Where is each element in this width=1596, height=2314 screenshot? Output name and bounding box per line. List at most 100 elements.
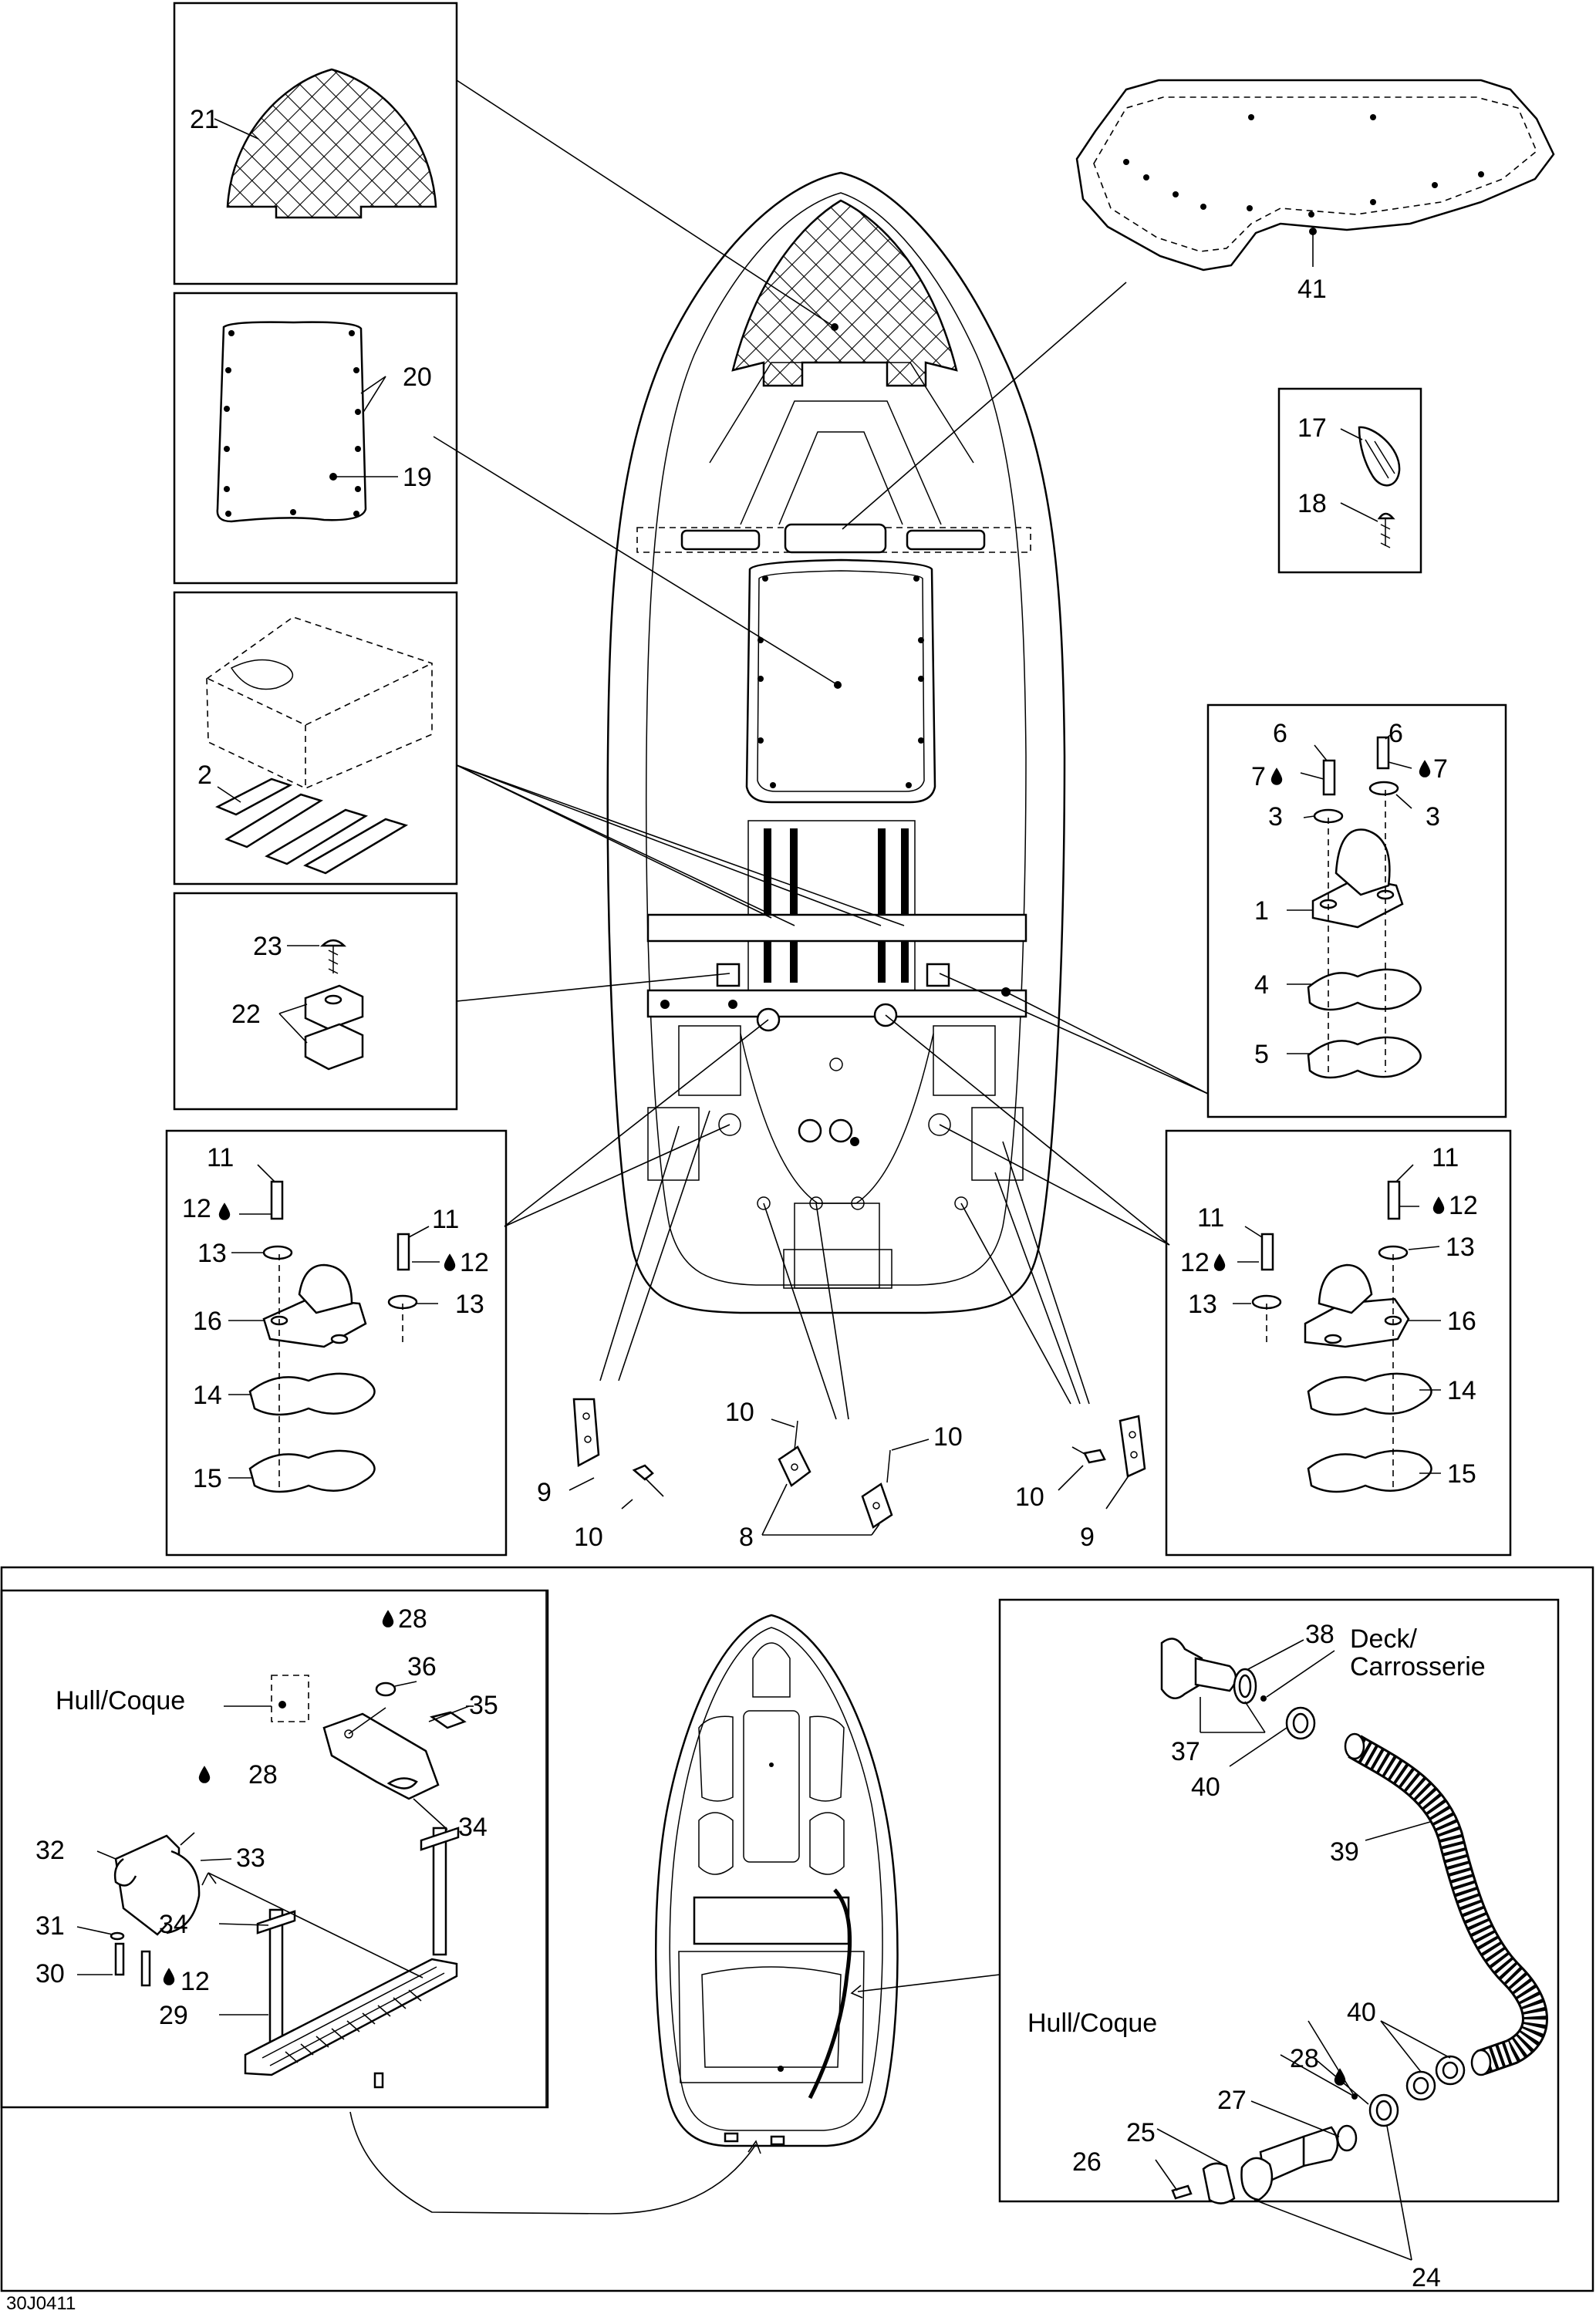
box-boarding-ladder: Hull/Coque 28 36 35 34 28 32 33 31 30 12… — [0, 1589, 549, 2109]
label-13d: 13 — [1188, 1290, 1217, 1319]
label-7a: 7 — [1251, 762, 1266, 791]
foam-strips — [215, 778, 409, 875]
label-20: 20 — [403, 363, 432, 392]
label-10d: 10 — [1015, 1483, 1044, 1512]
label-11b: 11 — [432, 1205, 459, 1234]
droplet-icon — [382, 1610, 394, 1628]
label-12d: 12 — [1180, 1248, 1210, 1277]
hull-label-left: Hull/Coque — [56, 1686, 185, 1715]
box-foam-block: 2 — [173, 591, 458, 885]
label-13c: 13 — [1446, 1233, 1475, 1262]
sunpad-cushion: 41 — [1075, 79, 1555, 304]
deck-label-line2: Carrosserie — [1350, 1652, 1486, 1682]
label-33: 33 — [236, 1843, 265, 1873]
label-10b: 10 — [725, 1398, 754, 1427]
label-23: 23 — [253, 932, 282, 961]
label-6b: 6 — [1388, 719, 1403, 748]
label-8: 8 — [739, 1523, 754, 1552]
droplet-icon — [1334, 2068, 1346, 2086]
box-bumper: 23 22 — [173, 892, 458, 1111]
label-13a: 13 — [197, 1239, 227, 1268]
label-40a: 40 — [1191, 1773, 1220, 1802]
box-rear-mount-right-2: 11 12 13 11 12 13 16 14 15 — [1165, 1129, 1512, 1557]
label-2: 2 — [197, 761, 212, 790]
boat-perspective — [655, 1614, 899, 2147]
label-10a: 10 — [574, 1523, 603, 1552]
label-12b: 12 — [460, 1248, 489, 1277]
box-bow-mat: 21 — [173, 2, 458, 285]
label-13b: 13 — [455, 1290, 484, 1319]
callout-lines — [433, 79, 1209, 1420]
hull-bow-mat — [731, 199, 958, 387]
hull-label-right: Hull/Coque — [1027, 2009, 1157, 2038]
label-16: 16 — [193, 1307, 222, 1336]
box-rear-mount-left: 11 12 13 11 12 13 16 14 15 — [165, 1129, 508, 1557]
bow-mat-part — [226, 68, 437, 219]
label-34a: 34 — [458, 1813, 488, 1842]
label-37: 37 — [1171, 1737, 1200, 1766]
label-28c: 28 — [1290, 2044, 1319, 2073]
label-11c: 11 — [1432, 1143, 1459, 1172]
label-27: 27 — [1217, 2086, 1247, 2115]
label-39: 39 — [1330, 1837, 1359, 1867]
label-12e: 12 — [181, 1967, 210, 1996]
label-9a: 9 — [537, 1478, 552, 1507]
label-24: 24 — [1412, 2263, 1441, 2292]
label-28a: 28 — [398, 1604, 427, 1634]
label-17: 17 — [1297, 413, 1327, 443]
label-6a: 6 — [1273, 719, 1287, 748]
label-22: 22 — [231, 1000, 261, 1029]
droplet-icon — [163, 1968, 175, 1985]
label-5: 5 — [1254, 1040, 1269, 1069]
label-14b: 14 — [1447, 1376, 1476, 1405]
brackets: 9 10 10 10 8 10 9 — [537, 1398, 1146, 1552]
label-21: 21 — [190, 105, 219, 134]
deck-label-line1: Deck/ — [1350, 1624, 1417, 1654]
label-7b: 7 — [1433, 754, 1448, 784]
label-4: 4 — [1254, 970, 1269, 1000]
droplet-icon — [1270, 767, 1283, 785]
label-1: 1 — [1254, 896, 1269, 926]
label-10c: 10 — [933, 1422, 963, 1452]
droplet-icon — [444, 1253, 456, 1271]
label-30: 30 — [35, 1959, 65, 1988]
label-14: 14 — [193, 1381, 222, 1410]
label-12a: 12 — [182, 1194, 211, 1223]
label-34b: 34 — [159, 1910, 188, 1939]
label-16b: 16 — [1447, 1307, 1476, 1336]
hull-top-view — [606, 171, 1066, 1314]
label-19: 19 — [403, 463, 432, 492]
label-25: 25 — [1126, 2118, 1156, 2147]
label-15: 15 — [193, 1464, 222, 1493]
label-31: 31 — [35, 1911, 65, 1941]
box-floor-mat: 20 19 — [173, 292, 458, 585]
label-38: 38 — [1305, 1620, 1334, 1649]
label-32: 32 — [35, 1836, 65, 1865]
label-26: 26 — [1072, 2147, 1102, 2177]
droplet-icon — [1213, 1253, 1226, 1271]
label-35: 35 — [469, 1691, 498, 1720]
droplet-icon — [198, 1766, 211, 1783]
label-11d: 11 — [1197, 1203, 1224, 1233]
label-11a: 11 — [207, 1143, 234, 1172]
droplet-icon — [218, 1203, 231, 1220]
droplet-icon — [1432, 1196, 1445, 1214]
label-29: 29 — [159, 2001, 188, 2030]
label-28b: 28 — [248, 1760, 278, 1789]
label-12c: 12 — [1449, 1191, 1478, 1220]
label-40b: 40 — [1347, 1998, 1376, 2027]
label-3b: 3 — [1426, 802, 1440, 831]
label-36: 36 — [407, 1652, 437, 1682]
droplet-icon — [1419, 760, 1431, 778]
label-18: 18 — [1297, 489, 1327, 518]
boat-callouts — [349, 1974, 1000, 2214]
label-9b: 9 — [1080, 1523, 1095, 1552]
diagram-code: 30J0411 — [6, 2293, 76, 2314]
box-drain-fitting: 38 Deck/ Carrosserie 37 40 39 Hull/Coque… — [998, 1598, 1560, 2292]
label-3a: 3 — [1268, 802, 1283, 831]
box-tie-strap: 17 18 — [1277, 387, 1422, 574]
label-15b: 15 — [1447, 1459, 1476, 1489]
box-rear-mount-right: 6 6 7 7 3 3 1 4 5 — [1206, 703, 1507, 1118]
label-41: 41 — [1297, 275, 1327, 304]
